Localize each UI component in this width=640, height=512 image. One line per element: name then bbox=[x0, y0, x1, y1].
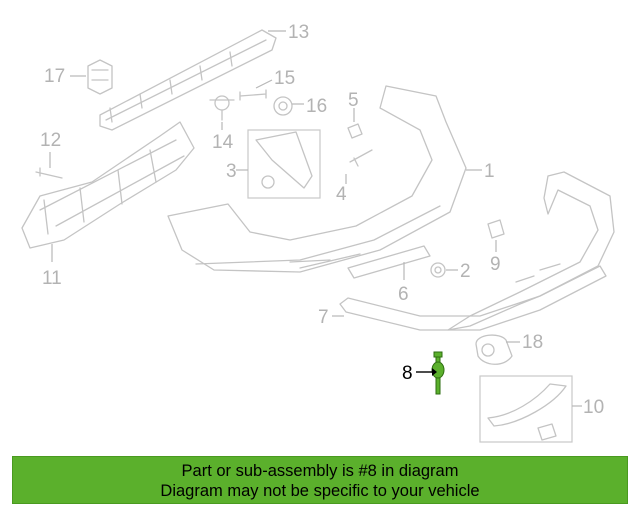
part-3-box bbox=[247, 129, 321, 199]
part-lower-cover-right bbox=[447, 171, 615, 331]
callout-1: 1 bbox=[484, 161, 495, 182]
callout-10: 10 bbox=[583, 397, 604, 418]
callout-16: 16 bbox=[306, 96, 327, 117]
part-14-bolt bbox=[209, 95, 235, 121]
callout-12: 12 bbox=[40, 130, 61, 151]
part-16-grommet bbox=[273, 96, 293, 116]
part-12-screw bbox=[35, 167, 63, 179]
callout-14: 14 bbox=[212, 132, 234, 153]
callout-17: 17 bbox=[44, 66, 65, 87]
part-6-strip bbox=[347, 245, 431, 279]
callout-3: 3 bbox=[226, 161, 237, 182]
callout-9: 9 bbox=[490, 254, 501, 275]
part-3-bracket bbox=[255, 131, 313, 189]
callout-7: 7 bbox=[318, 307, 329, 328]
callout-13: 13 bbox=[288, 22, 309, 43]
part-8-highlighted-fastener[interactable] bbox=[431, 351, 445, 395]
callout-2: 2 bbox=[460, 261, 471, 282]
callout-4: 4 bbox=[336, 184, 347, 205]
callout-11: 11 bbox=[42, 268, 62, 289]
part-18-sensor bbox=[475, 334, 513, 365]
parts-diagram: 13 17 15 14 16 5 12 11 bbox=[21, 22, 615, 443]
part-9-clip bbox=[487, 219, 505, 239]
part-10-bracket bbox=[487, 383, 567, 441]
part-13-reinforcement-bar bbox=[99, 29, 277, 131]
callout-18: 18 bbox=[522, 332, 543, 353]
part-17-bracket bbox=[87, 59, 113, 95]
part-15-stud bbox=[239, 89, 267, 101]
callout-6: 6 bbox=[398, 284, 409, 305]
part-10-box bbox=[479, 375, 573, 443]
callout-15: 15 bbox=[274, 68, 295, 89]
part-7-lower-valance bbox=[339, 265, 607, 331]
part-4-fastener bbox=[349, 149, 373, 167]
leader-15 bbox=[255, 79, 273, 89]
banner-line-2: Diagram may not be specific to your vehi… bbox=[160, 482, 480, 500]
part-1-bumper-cover bbox=[167, 85, 467, 273]
part-11-energy-absorber bbox=[21, 121, 195, 249]
part-2-push-pin bbox=[430, 262, 446, 278]
banner-line-1: Part or sub-assembly is #8 in diagram bbox=[181, 462, 459, 480]
callout-8: 8 bbox=[402, 363, 413, 384]
info-banner: Part or sub-assembly is #8 in diagram Di… bbox=[12, 456, 628, 504]
part-5-clip bbox=[347, 123, 363, 139]
callout-5: 5 bbox=[348, 90, 359, 111]
leader-8-arrowhead bbox=[432, 368, 437, 376]
